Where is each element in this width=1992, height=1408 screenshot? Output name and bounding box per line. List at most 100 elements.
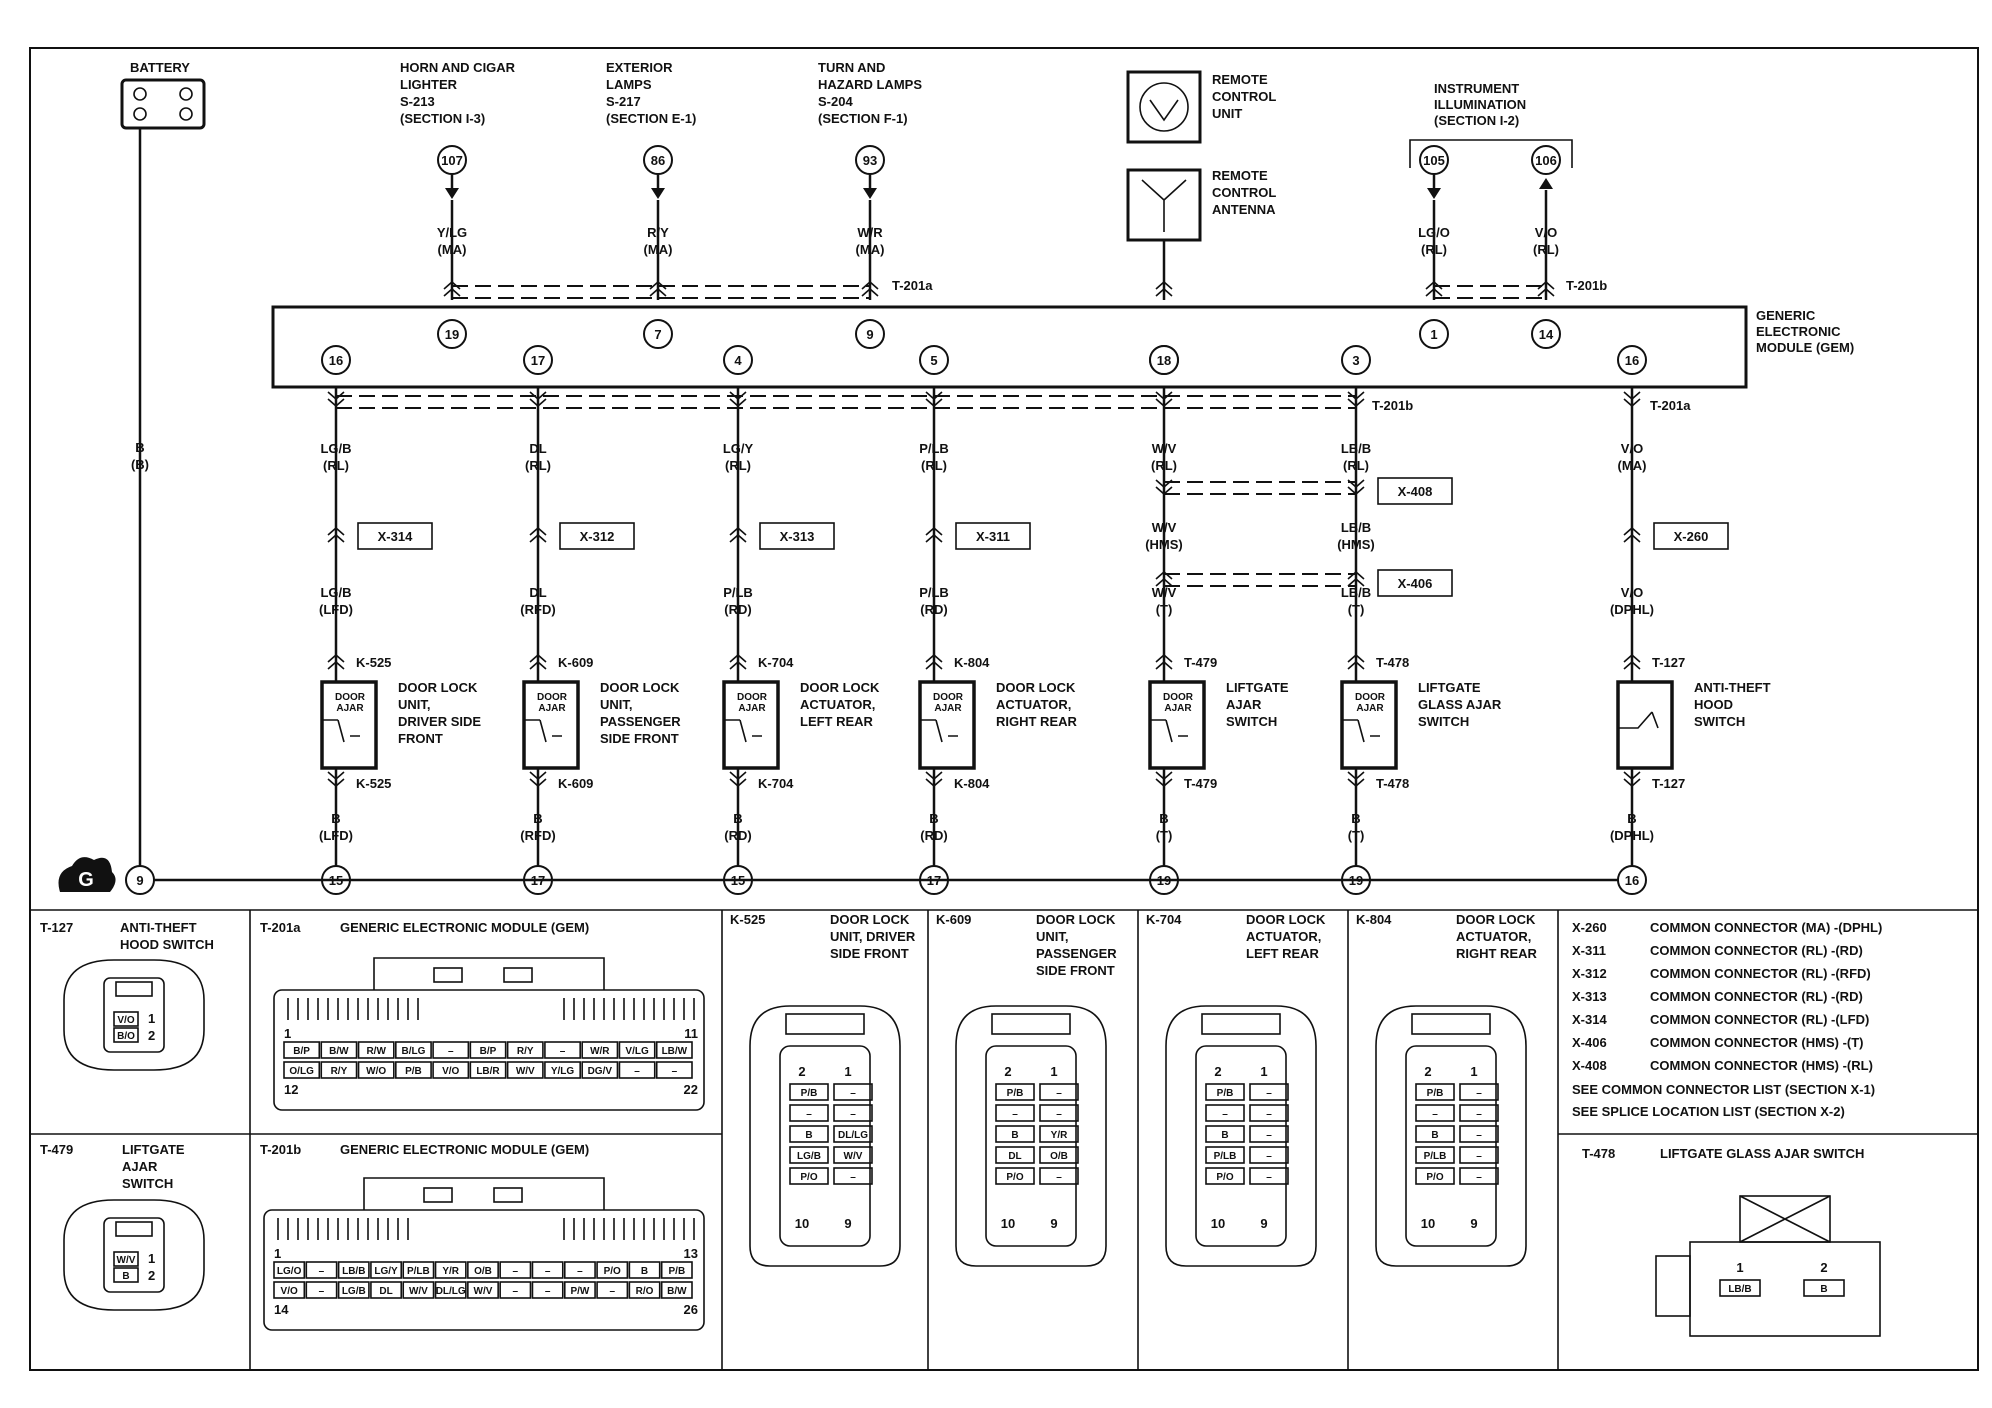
pin-cell bbox=[1415, 1167, 1455, 1185]
pin-cell bbox=[544, 1041, 581, 1059]
pin-color: B bbox=[1011, 1130, 1018, 1141]
pin-cell bbox=[273, 1261, 306, 1279]
connector-chevron-icon bbox=[925, 771, 943, 788]
output-wire-color: P/LB bbox=[723, 585, 753, 600]
component-name: SWITCH bbox=[1226, 714, 1277, 729]
connector-chevron-icon bbox=[1155, 391, 1173, 408]
pin-cell bbox=[531, 1261, 564, 1279]
pin-cell bbox=[1249, 1146, 1289, 1164]
diagram-frame bbox=[29, 47, 1979, 1371]
pin-cell bbox=[499, 1261, 532, 1279]
pin-number: 9 bbox=[844, 1216, 851, 1231]
output-wire-color: LG/B bbox=[320, 585, 351, 600]
output-wire-location: (RD) bbox=[920, 602, 947, 617]
door-connector-housing-icon bbox=[749, 1005, 901, 1267]
connector-name: SWITCH bbox=[122, 1176, 173, 1191]
pin-color: – bbox=[545, 1286, 551, 1297]
arrow-icon bbox=[651, 188, 665, 199]
output-wire-location: (RL) bbox=[1343, 458, 1369, 473]
pin-cell bbox=[618, 1041, 656, 1059]
component-name: DOOR LOCK bbox=[600, 680, 680, 695]
illumination-bracket bbox=[1409, 139, 1573, 168]
pin-cell bbox=[1803, 1279, 1845, 1297]
connector-dash-line bbox=[1434, 285, 1546, 299]
inline-connector-id: X-313 bbox=[780, 529, 815, 544]
pin-cell bbox=[1249, 1125, 1289, 1143]
connector-name: UNIT, DRIVER bbox=[830, 929, 916, 944]
connector-id: T-478 bbox=[1582, 1146, 1615, 1161]
ground-wire-color: B bbox=[733, 811, 742, 826]
door-ajar-label: DOOR bbox=[335, 692, 366, 703]
ground-wire-location: (RD) bbox=[724, 828, 751, 843]
gem-pin bbox=[437, 319, 467, 349]
pin-cell bbox=[395, 1041, 432, 1059]
gem-pin bbox=[321, 345, 351, 375]
connector-chevron-icon bbox=[529, 771, 547, 788]
pin-number: 9 bbox=[1470, 1216, 1477, 1231]
legend-connector-desc: COMMON CONNECTOR (RL) -(RD) bbox=[1650, 989, 1863, 1004]
pin-color: R/Y bbox=[331, 1066, 348, 1077]
input-source-title: S-217 bbox=[606, 94, 641, 109]
component-connector-id: K-704 bbox=[758, 655, 794, 670]
connector-housing-icon bbox=[63, 959, 205, 1071]
component-connector-id: T-479 bbox=[1184, 655, 1217, 670]
pin-color: – bbox=[1222, 1109, 1228, 1120]
pin-number: 2 bbox=[1214, 1064, 1221, 1079]
pin-number: 10 bbox=[1001, 1216, 1015, 1231]
battery-label: BATTERY bbox=[130, 60, 190, 75]
component-name: GLASS AJAR bbox=[1418, 697, 1502, 712]
gem-pin-number: 17 bbox=[531, 353, 545, 368]
pin-cell bbox=[499, 1281, 532, 1299]
connector-chevron-icon bbox=[1347, 771, 1365, 788]
pin-cell bbox=[402, 1281, 435, 1299]
pin-color: B/P bbox=[293, 1046, 310, 1057]
pin-color: – bbox=[1056, 1088, 1062, 1099]
pin-number: 22 bbox=[684, 1082, 698, 1097]
battery-terminal-icon bbox=[179, 107, 193, 121]
remote-antenna-label: CONTROL bbox=[1212, 185, 1276, 200]
output-wire-color: V/O bbox=[1621, 585, 1643, 600]
pin-cell bbox=[506, 1061, 544, 1079]
ground-splice-number: 9 bbox=[136, 873, 143, 888]
switch-contact-icon bbox=[322, 719, 360, 743]
antenna-icon bbox=[1141, 179, 1187, 232]
pin-cell bbox=[581, 1041, 619, 1059]
pin-color: LG/O bbox=[277, 1266, 302, 1277]
pin-cell bbox=[1249, 1167, 1289, 1185]
pin-color: V/O bbox=[281, 1286, 298, 1297]
pin-color: – bbox=[1432, 1109, 1438, 1120]
gem-pin-number: 9 bbox=[866, 327, 873, 342]
pin-color: – bbox=[1476, 1172, 1482, 1183]
pin-color: Y/R bbox=[442, 1266, 459, 1277]
gem-pin bbox=[919, 345, 949, 375]
inline-connector-id: X-260 bbox=[1674, 529, 1709, 544]
pin-color: DL/LG bbox=[838, 1130, 868, 1141]
output-wire-location: (DPHL) bbox=[1610, 602, 1654, 617]
connector-chevron-icon bbox=[1623, 391, 1641, 408]
output-wire-location: (RL) bbox=[921, 458, 947, 473]
switch-contact-icon bbox=[524, 719, 562, 743]
door-ajar-label: AJAR bbox=[934, 703, 962, 714]
pin-cell bbox=[789, 1104, 829, 1122]
pin-number: 9 bbox=[1260, 1216, 1267, 1231]
connector-body-icon bbox=[1689, 1241, 1881, 1337]
input-wire-location: (MA) bbox=[644, 242, 673, 257]
pin-color: LB/B bbox=[342, 1266, 365, 1277]
gem-pin-number: 16 bbox=[329, 353, 343, 368]
output-wire-location: (T) bbox=[1156, 602, 1173, 617]
pin-cell bbox=[1205, 1146, 1245, 1164]
pin-cell bbox=[113, 1251, 139, 1267]
pin-cell bbox=[305, 1261, 338, 1279]
component-name: SIDE FRONT bbox=[600, 731, 679, 746]
pin-color: W/V bbox=[117, 1255, 136, 1266]
pin-color: W/V bbox=[844, 1151, 863, 1162]
door-ajar-label: DOOR bbox=[933, 692, 964, 703]
pin-color: – bbox=[1476, 1151, 1482, 1162]
gem-connector-latch-icon bbox=[493, 1187, 523, 1203]
gem-pin bbox=[1149, 345, 1179, 375]
ground-wire-color: B bbox=[1627, 811, 1636, 826]
door-ajar-label: AJAR bbox=[1164, 703, 1192, 714]
pin-color: P/B bbox=[1217, 1088, 1234, 1099]
pin-cell bbox=[995, 1125, 1035, 1143]
